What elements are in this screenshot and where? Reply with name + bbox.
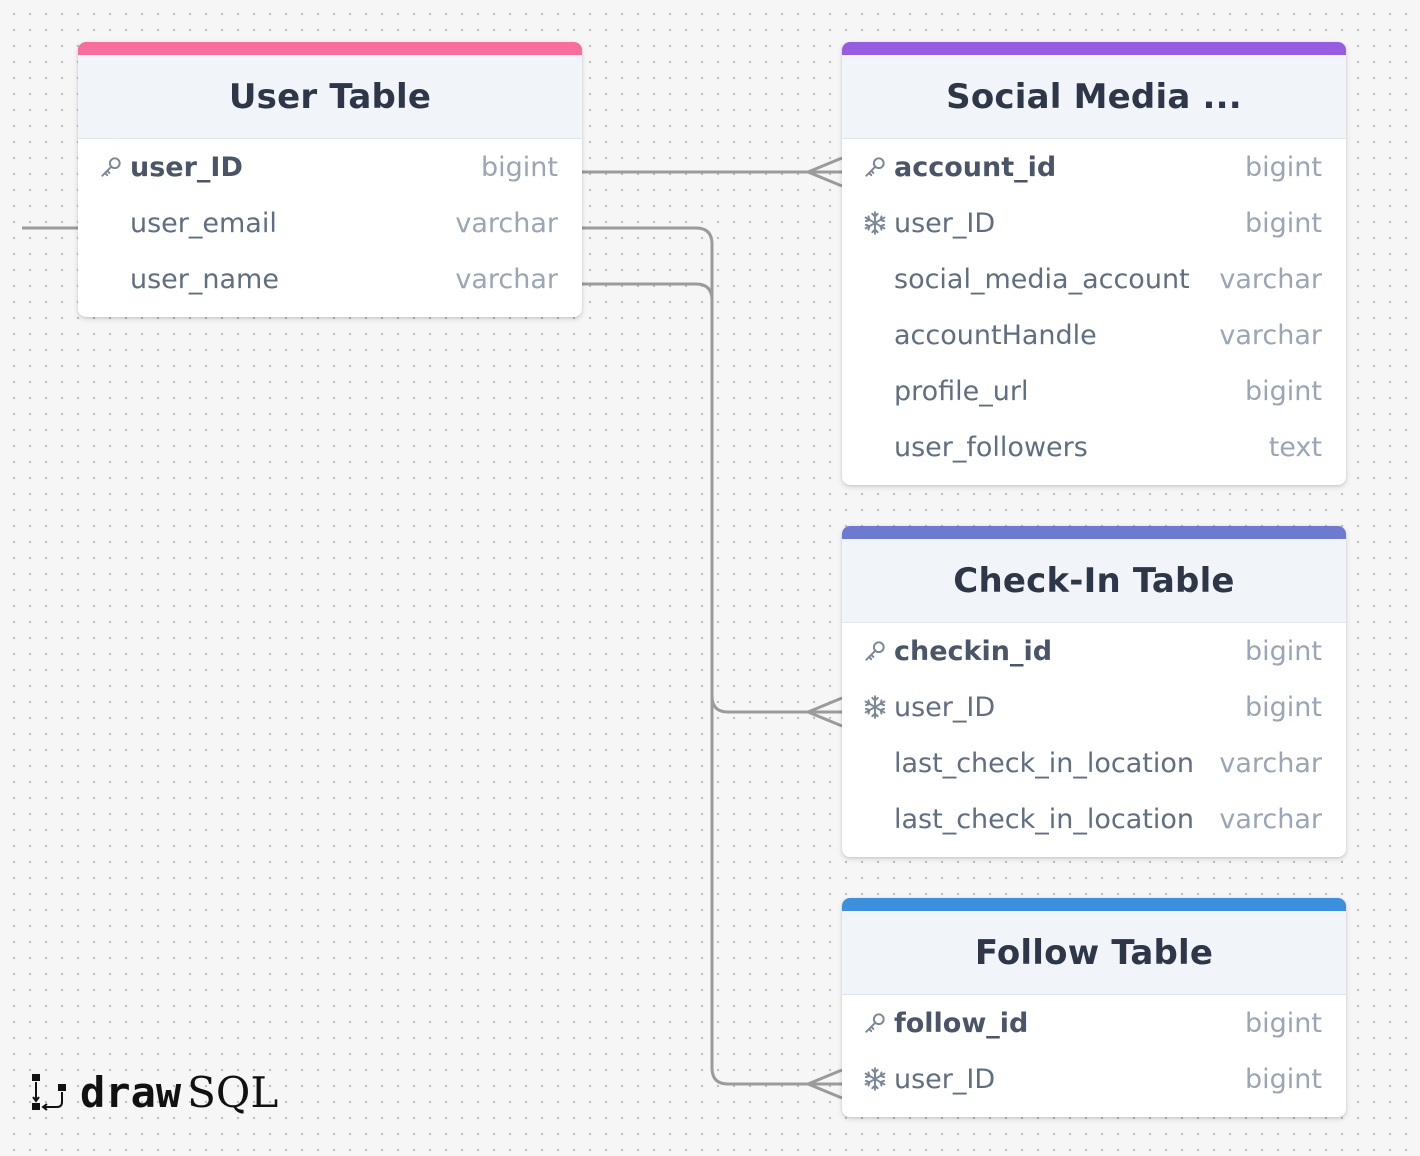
- column-type: bigint: [1231, 691, 1322, 723]
- column-name: user_ID: [894, 207, 996, 239]
- column-row[interactable]: profile_url bigint: [842, 363, 1346, 419]
- column-type: varchar: [1205, 747, 1322, 779]
- column-row[interactable]: user_ID bigint: [78, 139, 582, 195]
- column-name: accountHandle: [894, 319, 1097, 351]
- table-title[interactable]: Social Media ...: [842, 55, 1346, 139]
- crowfoot-checkin-user-id: [807, 696, 843, 728]
- column-row[interactable]: user_name varchar: [78, 251, 582, 307]
- table-follow[interactable]: Follow Table follow_id bigint user_ID: [842, 898, 1346, 1117]
- column-row[interactable]: account_id bigint: [842, 139, 1346, 195]
- table-accent-bar: [842, 42, 1346, 55]
- crowfoot-social-user-id: [807, 156, 843, 188]
- table-title[interactable]: User Table: [78, 55, 582, 139]
- table-title[interactable]: Check-In Table: [842, 539, 1346, 623]
- key-icon: [862, 638, 888, 664]
- key-icon: [862, 154, 888, 180]
- column-name: user_ID: [894, 1063, 996, 1095]
- column-type: bigint: [467, 151, 558, 183]
- drawsql-logo[interactable]: draw SQL: [30, 1067, 279, 1117]
- column-type: bigint: [1231, 635, 1322, 667]
- column-name: user_email: [130, 207, 277, 239]
- table-check-in[interactable]: Check-In Table checkin_id bigint user: [842, 526, 1346, 857]
- key-icon: [98, 154, 124, 180]
- column-type: varchar: [1205, 803, 1322, 835]
- crowfoot-follow-user-id: [807, 1068, 843, 1100]
- column-name: follow_id: [894, 1007, 1029, 1039]
- column-row[interactable]: user_ID bigint: [842, 679, 1346, 735]
- column-name: social_media_account: [894, 263, 1190, 295]
- column-type: bigint: [1231, 207, 1322, 239]
- column-name: checkin_id: [894, 635, 1053, 667]
- logo-text-sql: SQL: [187, 1067, 279, 1117]
- snowflake-icon: [862, 694, 888, 720]
- drawsql-logo-icon: [32, 1074, 66, 1111]
- column-row[interactable]: last_check_in_location varchar: [842, 735, 1346, 791]
- table-title[interactable]: Follow Table: [842, 911, 1346, 995]
- table-social-media[interactable]: Social Media ... account_id bigint us: [842, 42, 1346, 485]
- column-name: user_ID: [894, 691, 996, 723]
- column-row[interactable]: social_media_account varchar: [842, 251, 1346, 307]
- column-type: bigint: [1231, 1007, 1322, 1039]
- column-row[interactable]: user_followers text: [842, 419, 1346, 475]
- column-type: bigint: [1231, 375, 1322, 407]
- column-type: varchar: [1205, 319, 1322, 351]
- column-type: varchar: [441, 263, 558, 295]
- column-row[interactable]: checkin_id bigint: [842, 623, 1346, 679]
- table-accent-bar: [842, 898, 1346, 911]
- column-name: account_id: [894, 151, 1057, 183]
- column-name: last_check_in_location: [894, 747, 1194, 779]
- column-row[interactable]: user_ID bigint: [842, 195, 1346, 251]
- snowflake-icon: [862, 1066, 888, 1092]
- relation-line-user-follow[interactable]: [582, 282, 842, 1086]
- column-name: last_check_in_location: [894, 803, 1194, 835]
- column-name: user_name: [130, 263, 279, 295]
- table-accent-bar: [78, 42, 582, 55]
- column-type: varchar: [441, 207, 558, 239]
- table-user[interactable]: User Table user_ID bigint user_email var…: [78, 42, 582, 317]
- column-row[interactable]: last_check_in_location varchar: [842, 791, 1346, 847]
- column-type: bigint: [1231, 1063, 1322, 1095]
- column-row[interactable]: accountHandle varchar: [842, 307, 1346, 363]
- column-name: user_ID: [130, 151, 243, 183]
- column-type: varchar: [1205, 263, 1322, 295]
- table-accent-bar: [842, 526, 1346, 539]
- column-row[interactable]: user_ID bigint: [842, 1051, 1346, 1107]
- key-icon: [862, 1010, 888, 1036]
- column-row[interactable]: user_email varchar: [78, 195, 582, 251]
- logo-text-draw: draw: [80, 1067, 182, 1117]
- column-name: user_followers: [894, 431, 1088, 463]
- column-row[interactable]: follow_id bigint: [842, 995, 1346, 1051]
- snowflake-icon: [862, 210, 888, 236]
- column-type: text: [1254, 431, 1322, 463]
- column-type: bigint: [1231, 151, 1322, 183]
- column-name: profile_url: [894, 375, 1029, 407]
